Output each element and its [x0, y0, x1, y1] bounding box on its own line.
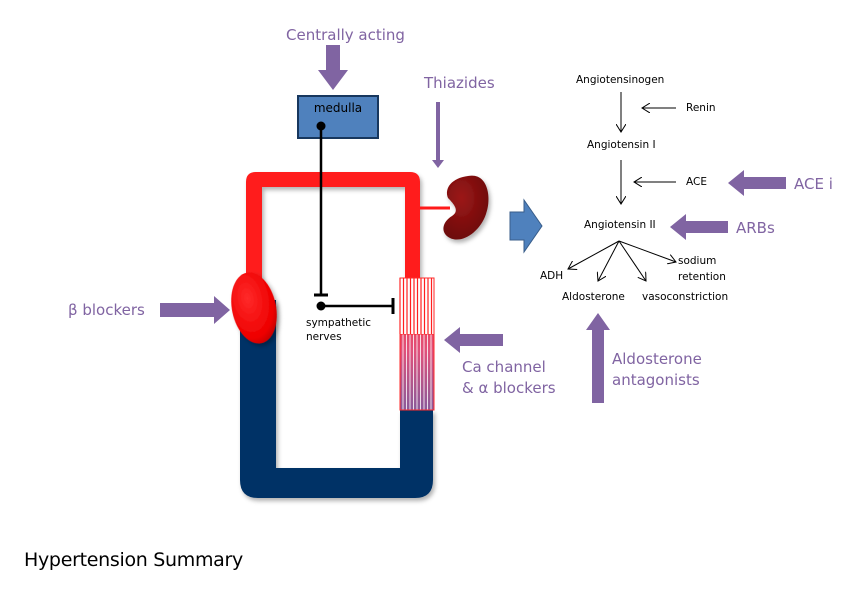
- drug-label-aldosterone-antagonists-1: Aldosterone: [612, 350, 702, 368]
- raas-aldosterone: Aldosterone: [562, 291, 625, 303]
- heart-icon: [231, 272, 277, 344]
- raas-arrow-vasoconstriction: [618, 240, 646, 281]
- drug-label-ca-channel-2: & α blockers: [462, 379, 556, 397]
- nerve-dot-medulla: [316, 121, 326, 131]
- medulla-label: medulla: [314, 101, 362, 115]
- raas-arrow-sodium: [618, 240, 676, 262]
- arrow-thiazides-icon: [432, 102, 444, 168]
- sympathetic-label-2: nerves: [306, 331, 342, 343]
- arrow-aldosterone-antagonists-icon: [586, 313, 610, 403]
- raas-angiotensin-2: Angiotensin II: [584, 219, 656, 231]
- drug-label-thiazides: Thiazides: [423, 74, 495, 92]
- arrow-arbs-icon: [670, 214, 728, 240]
- raas-angiotensinogen: Angiotensinogen: [576, 74, 664, 86]
- arrow-beta-blockers-icon: [160, 296, 230, 324]
- drug-label-centrally-acting: Centrally acting: [286, 26, 405, 44]
- raas-sodium-1: sodium: [678, 255, 716, 267]
- sympathetic-label-1: sympathetic: [306, 317, 371, 329]
- arrow-centrally-acting-icon: [318, 45, 348, 90]
- flow-arrow-icon: [509, 198, 543, 254]
- raas-ace: ACE: [686, 176, 707, 188]
- drug-label-arbs: ARBs: [736, 219, 775, 237]
- drug-label-beta-blockers: β blockers: [68, 301, 145, 319]
- arrow-ca-channel-icon: [444, 327, 503, 353]
- medulla-box: [297, 95, 379, 139]
- raas-arrow-adh: [568, 240, 620, 269]
- drug-label-aldosterone-antagonists-2: antagonists: [612, 371, 700, 389]
- arrow-ace-inhibitors-icon: [728, 170, 786, 196]
- page-title: Hypertension Summary: [24, 549, 243, 571]
- drug-label-ca-channel-1: Ca channel: [462, 358, 546, 376]
- raas-vasoconstriction: vasoconstriction: [642, 291, 728, 303]
- drug-label-ace-inhibitors: ACE i: [794, 175, 833, 193]
- raas-renin: Renin: [686, 102, 716, 114]
- raas-arrow-aldosterone: [598, 240, 620, 281]
- resistance-vessels: [399, 277, 435, 411]
- raas-angiotensin-1: Angiotensin I: [587, 139, 656, 151]
- raas-adh: ADH: [540, 270, 563, 282]
- raas-sodium-2: retention: [678, 271, 726, 283]
- arterial-vessel: [246, 172, 420, 280]
- kidney-icon: [443, 175, 489, 240]
